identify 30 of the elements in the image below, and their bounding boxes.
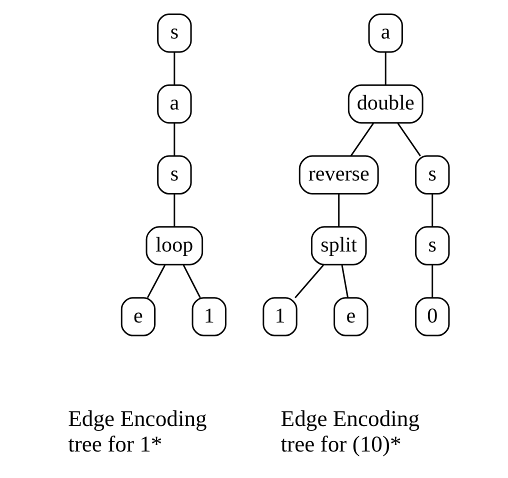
node-box: 1 [262, 297, 298, 336]
node-box: a [157, 84, 192, 124]
connector [174, 52, 176, 85]
node-box: s [157, 155, 192, 194]
node-box: s [415, 155, 450, 194]
connector [174, 123, 176, 156]
connector [294, 264, 324, 298]
connector [384, 52, 386, 85]
connector [174, 194, 176, 227]
node-box: e [120, 297, 156, 336]
node-box: e [334, 297, 368, 336]
node-box: s [415, 226, 450, 266]
node-box: split [310, 226, 367, 266]
node-box: 0 [415, 297, 450, 336]
connector [432, 265, 434, 298]
connector [182, 264, 201, 298]
connector [432, 194, 434, 227]
connector [350, 122, 374, 156]
label: Edge Encoding tree for 1* [68, 406, 207, 457]
connector [146, 264, 166, 298]
connector [341, 265, 349, 298]
connector [338, 194, 340, 227]
connector [397, 122, 421, 156]
node-box: 1 [192, 297, 226, 336]
node-box: loop [146, 226, 204, 266]
node-box: double [348, 84, 424, 124]
node-box: s [157, 13, 192, 53]
node-box: a [368, 13, 403, 53]
node-box: reverse [298, 155, 379, 194]
label: Edge Encoding tree for (10)* [280, 406, 420, 457]
